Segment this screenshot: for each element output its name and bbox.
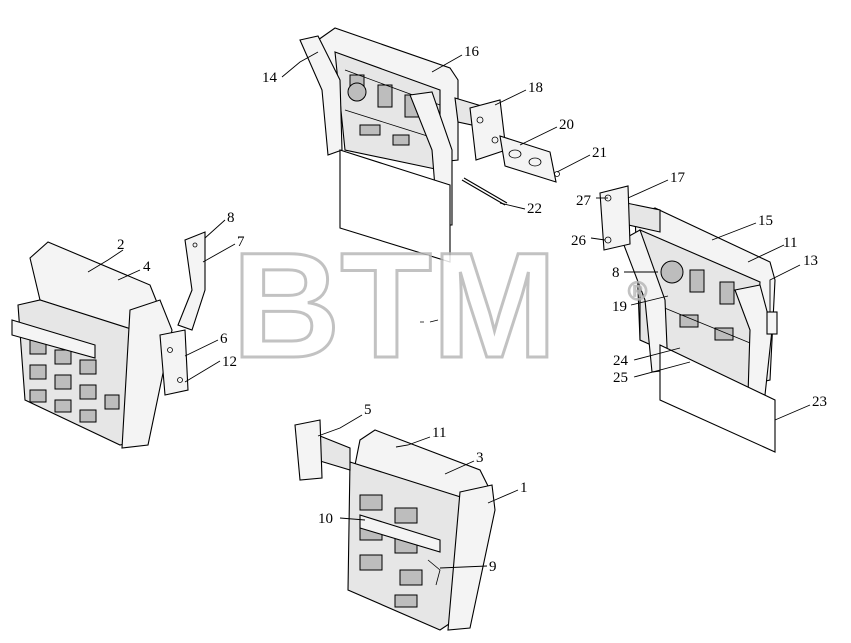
callout-13: 13 [803, 253, 818, 269]
callout-24: 24 [613, 353, 629, 369]
callout-7: 7 [237, 234, 245, 250]
callout-11-right: 11 [783, 235, 797, 251]
callout-10: 10 [318, 511, 333, 527]
callout-22: 22 [527, 201, 542, 217]
callout-3: 3 [476, 450, 484, 466]
callout-21: 21 [592, 145, 607, 161]
callout-18: 18 [528, 80, 543, 96]
right-mudguard-assembly [599, 185, 778, 453]
btm-watermark: BTM ® [231, 220, 648, 391]
callout-11-bottom: 11 [432, 425, 446, 441]
callout-5: 5 [364, 402, 372, 418]
callout-4: 4 [143, 259, 151, 275]
callout-16: 16 [464, 44, 480, 60]
callout-15: 15 [758, 213, 773, 229]
bottom-mudguard-assembly [294, 419, 496, 631]
top-mudguard-assembly [299, 27, 560, 263]
watermark-registered-mark: ® [628, 276, 647, 306]
callout-2: 2 [117, 237, 125, 253]
callout-1: 1 [520, 480, 528, 496]
callout-25: 25 [613, 370, 628, 386]
callout-20: 20 [559, 117, 574, 133]
left-mudguard-assembly [11, 231, 206, 449]
leader-lines [87, 51, 811, 569]
callout-27: 27 [576, 193, 592, 209]
callout-8-right: 8 [612, 265, 620, 281]
callout-17: 17 [670, 170, 686, 186]
callout-9: 9 [489, 559, 497, 575]
callout-labels: 14 16 18 20 21 22 2 4 8 7 6 12 5 11 3 1 … [117, 44, 827, 575]
callout-8-left: 8 [227, 210, 235, 226]
callout-12: 12 [222, 354, 237, 370]
callout-6: 6 [220, 331, 228, 347]
callout-23: 23 [812, 394, 827, 410]
callout-26: 26 [571, 233, 587, 249]
callout-14: 14 [262, 70, 278, 86]
callout-19: 19 [612, 299, 627, 315]
watermark-text: BTM [232, 221, 557, 389]
